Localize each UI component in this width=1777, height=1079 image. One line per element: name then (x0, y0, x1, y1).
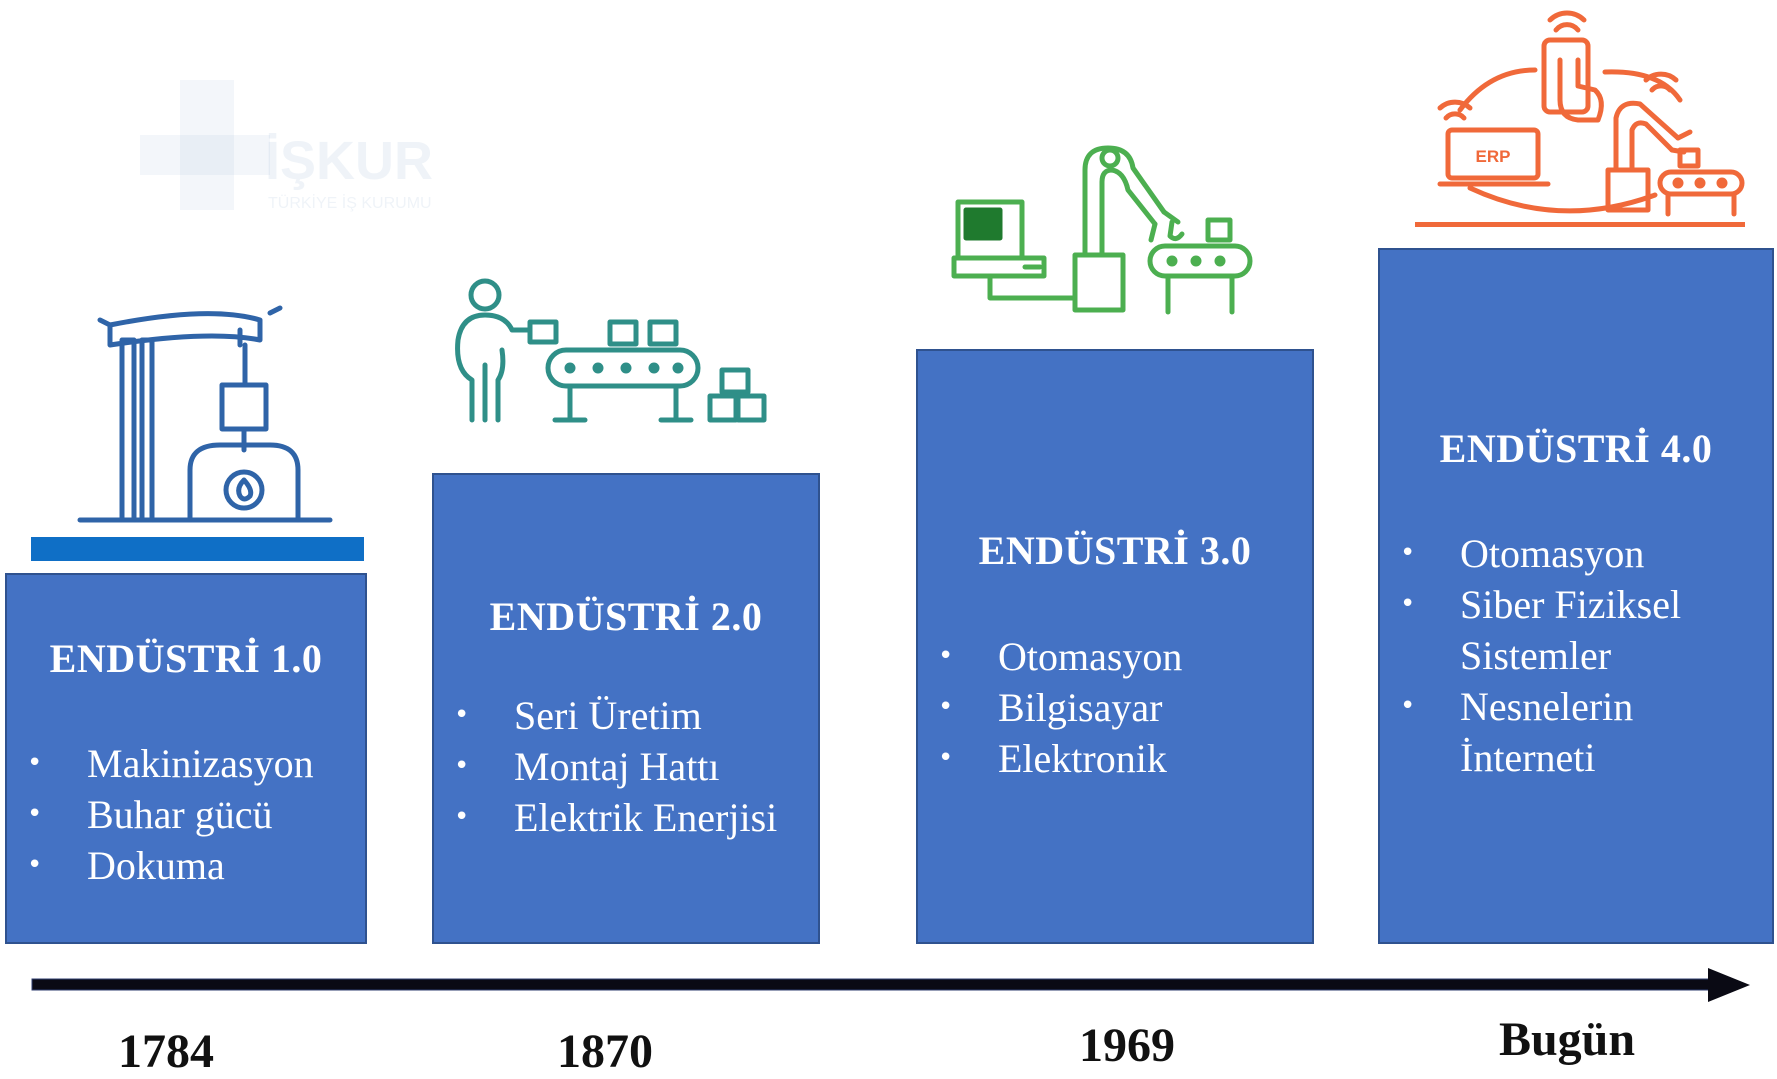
computer-robot-arm-icon (951, 145, 1253, 315)
bullet-item: •Elektrik Enerjisi (454, 795, 778, 840)
bullet-item: •Buhar gücü (27, 792, 273, 837)
stage-4-bullets: •Otomasyon •Siber Fiziksel Sistemler •Ne… (1380, 528, 1710, 783)
year-label-2: 1870 (557, 1025, 653, 1078)
stage-3-bullets: •Otomasyon •Bilgisayar •Elektronik (918, 631, 1313, 784)
stage-4-box: ENDÜSTRİ 4.0 •Otomasyon •Siber Fiziksel … (1378, 248, 1774, 944)
year-label-4: Bugün (1498, 1013, 1636, 1066)
bullet-item: •Seri Üretim (454, 693, 702, 738)
assembly-line-worker-icon (455, 278, 767, 423)
bullet-item: •Elektronik (938, 736, 1167, 781)
watermark-cross (180, 80, 234, 210)
bullet-item: •Nesnelerin İnterneti (1400, 684, 1634, 780)
bullet-item: •Montaj Hattı (454, 744, 720, 789)
stage-4-title: ENDÜSTRİ 4.0 (1439, 426, 1713, 471)
stage-3-title: ENDÜSTRİ 3.0 (978, 528, 1252, 573)
stage-1-bar (31, 537, 364, 561)
stage-2-title: ENDÜSTRİ 2.0 (489, 594, 763, 639)
timeline-arrow (31, 968, 1750, 1002)
stage-2-box: ENDÜSTRİ 2.0 •Seri Üretim •Montaj Hattı … (432, 473, 820, 944)
stage-1-box: ENDÜSTRİ 1.0 •Makinizasyon •Buhar gücü •… (5, 573, 367, 944)
watermark-cross (140, 135, 270, 175)
erp-label: ERP (1476, 147, 1511, 166)
bullet-item: •Dokuma (27, 843, 225, 888)
watermark-subtitle: TÜRKİYE İŞ KURUMU (268, 195, 432, 212)
bullet-item: •Otomasyon (1400, 531, 1645, 576)
steam-engine-icon (77, 305, 333, 523)
bullet-item: •Makinizasyon (27, 741, 314, 786)
watermark-logo: İŞKUR (265, 131, 434, 191)
year-label-3: 1969 (1079, 1019, 1175, 1072)
year-label-1: 1784 (118, 1025, 214, 1078)
stage-3-box: ENDÜSTRİ 3.0 •Otomasyon •Bilgisayar •Ele… (916, 349, 1314, 944)
iot-erp-robot-icon: ERP (1437, 10, 1745, 217)
stage-1-title: ENDÜSTRİ 1.0 (49, 636, 323, 681)
stage-1-bullets: •Makinizasyon •Buhar gücü •Dokuma (7, 738, 362, 891)
stage-2-bullets: •Seri Üretim •Montaj Hattı •Elektrik Ene… (434, 690, 819, 843)
stage-4-underline (1415, 222, 1745, 227)
bullet-item: •Otomasyon (938, 634, 1183, 679)
bullet-item: •Bilgisayar (938, 685, 1163, 730)
bullet-item: •Siber Fiziksel Sistemler (1400, 582, 1682, 678)
